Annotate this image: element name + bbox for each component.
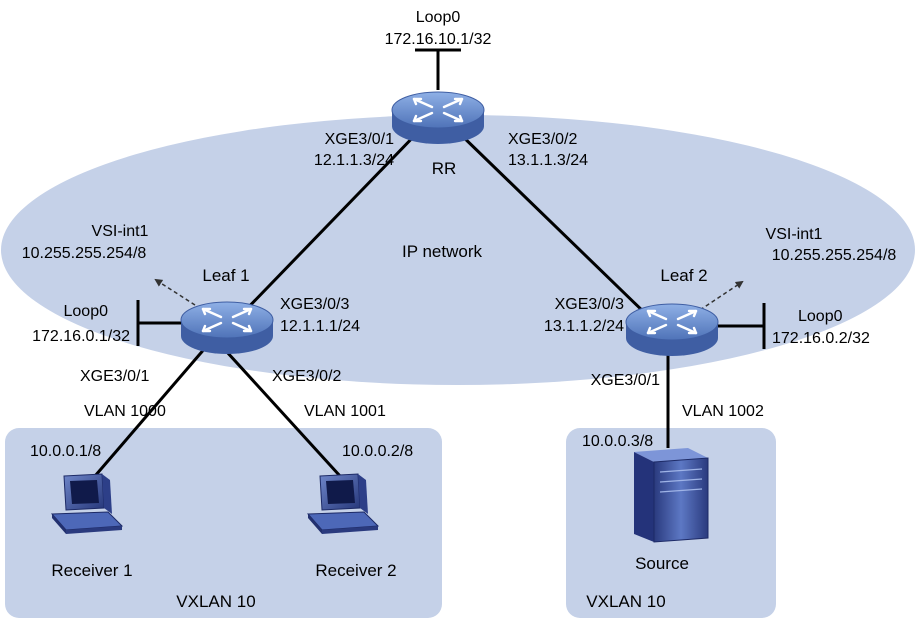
leaf2-loop-ip: 172.16.0.2/32: [772, 330, 870, 347]
leaf1-switch-icon: [180, 301, 274, 354]
leaf1-if-down-left: XGE3/0/1: [80, 368, 149, 385]
receiver2-pc-icon: [306, 473, 380, 534]
leaf1-vlan-left: VLAN 1000: [84, 403, 166, 420]
leaf1-vlan-right: VLAN 1001: [304, 403, 386, 420]
link-leaf1-receiver2: [214, 338, 342, 478]
rr-ip-right: 13.1.1.3/24: [508, 152, 588, 169]
receiver2-ip: 10.0.0.2/8: [342, 443, 413, 460]
vxlan-left-label: VXLAN 10: [176, 592, 255, 611]
rr-if-left: XGE3/0/1: [325, 131, 394, 148]
link-leaf1-receiver1: [93, 339, 214, 477]
link-rr-leaf1: [236, 128, 422, 320]
leaf2-ip-up: 13.1.1.2/24: [544, 318, 624, 335]
leaf2-loop-label: Loop0: [798, 308, 843, 325]
rr-if-right: XGE3/0/2: [508, 131, 577, 148]
leaf1-loop-label: Loop0: [64, 303, 109, 320]
leaf1-if-up: XGE3/0/3: [280, 296, 349, 313]
rr-loop-label: Loop0: [416, 9, 461, 26]
receiver1-name: Receiver 1: [51, 561, 132, 580]
leaf2-name: Leaf 2: [660, 266, 707, 285]
receiver1-pc-icon: [50, 473, 124, 534]
leaf2-switch-icon: [625, 303, 719, 356]
leaf2-if-up: XGE3/0/3: [555, 296, 624, 313]
leaf2-vsi-label: VSI-int1: [766, 226, 823, 243]
leaf1-loop-ip: 172.16.0.1/32: [32, 328, 130, 345]
leaf1-name: Leaf 1: [202, 266, 249, 285]
leaf1-vsi-arrow: [154, 278, 196, 306]
leaf1-vsi-label: VSI-int1: [92, 223, 149, 240]
leaf1-if-down-right: XGE3/0/2: [272, 368, 341, 385]
rr-router-icon: [391, 91, 485, 144]
rr-name: RR: [432, 159, 457, 178]
receiver2-name: Receiver 2: [315, 561, 396, 580]
leaf2-vsi-ip: 10.255.255.254/8: [772, 247, 897, 264]
vxlan-right-label: VXLAN 10: [586, 592, 665, 611]
leaf1-ip-up: 12.1.1.1/24: [280, 318, 360, 335]
link-rr-leaf2: [454, 128, 652, 320]
source-ip: 10.0.0.3/8: [582, 433, 653, 450]
rr-loopback: [415, 48, 461, 90]
source-server-icon: [634, 448, 709, 543]
leaf2-vsi-arrow: [699, 280, 744, 311]
network-label: IP network: [402, 242, 483, 261]
leaf2-vlan-down: VLAN 1002: [682, 403, 764, 420]
receiver1-ip: 10.0.0.1/8: [30, 443, 101, 460]
source-name: Source: [635, 554, 689, 573]
leaf1-vsi-ip: 10.255.255.254/8: [22, 245, 147, 262]
rr-loop-ip: 172.16.10.1/32: [385, 31, 492, 48]
leaf1-loopback: [136, 300, 182, 346]
leaf2-if-down: XGE3/0/1: [591, 372, 660, 389]
leaf2-loopback: [718, 303, 766, 349]
rr-ip-left: 12.1.1.3/24: [314, 152, 394, 169]
